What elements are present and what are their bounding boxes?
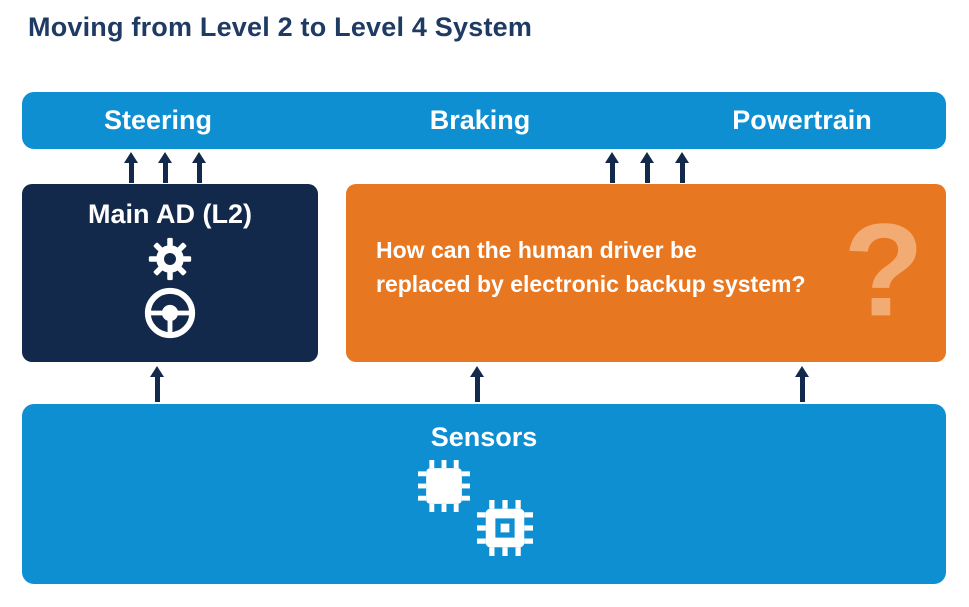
arrow-up-icon — [467, 366, 487, 402]
question-line-1: How can the human driver be — [376, 237, 697, 263]
arrow-up-icon — [189, 152, 209, 183]
arrow-up-icon — [672, 152, 692, 183]
gear-icon — [147, 236, 193, 282]
sensors-label: Sensors — [430, 422, 538, 452]
question-line-2: replaced by electronic backup system? — [376, 271, 806, 297]
bus-label-steering: Steering — [103, 105, 213, 135]
chip-icon — [418, 460, 470, 517]
bus-label-braking: Braking — [429, 105, 531, 135]
arrow-up-icon — [637, 152, 657, 183]
actuator-bus-bar: Steering Braking Powertrain — [22, 92, 946, 149]
question-text: How can the human driver be replaced by … — [376, 233, 806, 301]
arrow-up-icon — [792, 366, 812, 402]
arrow-up-icon — [121, 152, 141, 183]
steering-wheel-icon — [143, 286, 197, 340]
question-mark: ? — [843, 196, 924, 344]
sensors-box: Sensors — [22, 404, 946, 584]
arrow-up-icon — [602, 152, 622, 183]
chip-icon — [477, 500, 533, 561]
question-box: How can the human driver be replaced by … — [346, 184, 946, 362]
main-ad-box: Main AD (L2) — [22, 184, 318, 362]
bus-label-powertrain: Powertrain — [732, 105, 872, 135]
arrow-up-icon — [155, 152, 175, 183]
page-title: Moving from Level 2 to Level 4 System — [28, 12, 533, 42]
arrow-up-icon — [147, 366, 167, 402]
main-ad-label: Main AD (L2) — [88, 199, 252, 229]
